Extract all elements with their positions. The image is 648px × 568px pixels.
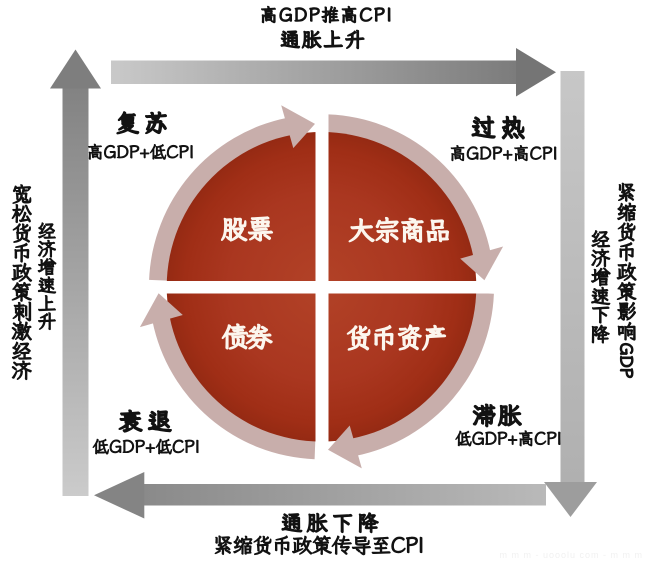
svg-text:m m m - uooolu com - m m m: m m m - uooolu com - m m m (499, 550, 643, 560)
